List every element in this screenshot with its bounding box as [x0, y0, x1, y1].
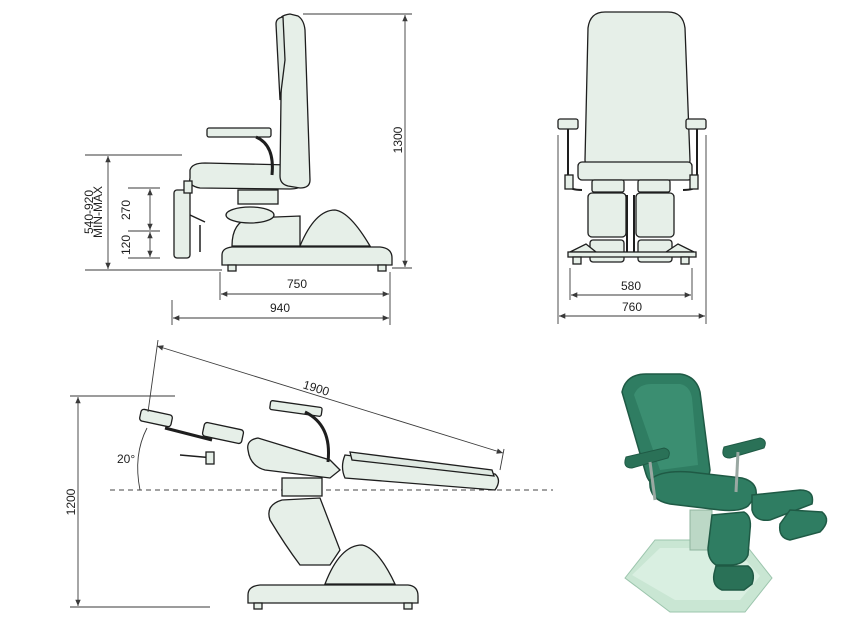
side-view: 1300 540-920 MIN-MAX 270 120 750 940: [82, 13, 412, 325]
dim-base-length: 750: [287, 277, 307, 291]
dim-total-width: 760: [622, 300, 642, 314]
reclined-view: 20° 1900 1200: [64, 339, 553, 610]
dim-total-depth: 940: [270, 301, 290, 315]
dim-seat-height-range: 540-920: [82, 190, 96, 234]
dim-seat-thickness: 120: [119, 235, 133, 255]
dim-armrest-height: 270: [119, 200, 133, 220]
dim-inner-width: 580: [621, 279, 641, 293]
front-view: 580 760: [557, 11, 707, 324]
chair-photo: [621, 373, 828, 613]
dim-backrest-angle: 20°: [117, 452, 135, 466]
dim-total-height: 1300: [391, 126, 405, 153]
dim-reclined-height: 1200: [64, 488, 78, 515]
dim-seat-height-note: MIN-MAX: [91, 186, 105, 238]
